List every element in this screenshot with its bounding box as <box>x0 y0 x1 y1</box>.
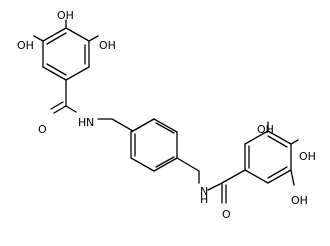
bond <box>88 35 99 42</box>
bond <box>155 122 175 134</box>
bond <box>267 130 292 145</box>
hydroxyl-label-bottom-right-ring: OH <box>257 123 274 136</box>
bond <box>65 105 77 113</box>
bond <box>46 32 67 45</box>
hydroxyl-label-bottom-right-ring: OH <box>291 194 308 207</box>
bond <box>176 157 200 172</box>
bonds <box>33 19 299 204</box>
bond <box>46 63 67 76</box>
bond <box>267 166 288 179</box>
bond <box>65 66 90 81</box>
atom-labels: OH OH OH O N H N H O OH OH OH <box>17 9 316 221</box>
bond <box>155 156 175 168</box>
amide-nitrogen-label: N <box>200 185 208 198</box>
bond <box>33 35 44 42</box>
bond <box>130 118 155 133</box>
hydroxyl-label-bottom-right-ring: OH <box>299 150 316 163</box>
amide-hydrogen-label: H <box>200 193 208 206</box>
amide-nitrogen-label: N <box>86 116 94 129</box>
carbonyl-oxygen-label: O <box>38 123 47 136</box>
bond <box>65 27 90 42</box>
bond <box>244 169 269 184</box>
bond <box>42 66 67 81</box>
bond <box>290 139 299 145</box>
bond <box>50 101 64 110</box>
bond <box>42 27 67 42</box>
bond <box>267 135 288 148</box>
carbonyl-oxygen-label: O <box>222 208 231 221</box>
bond <box>130 157 155 172</box>
bond <box>221 169 246 184</box>
bond <box>111 118 134 132</box>
bond <box>207 182 223 191</box>
bond <box>153 157 178 172</box>
hydroxyl-label-top-left-ring: OH <box>17 39 34 52</box>
hydroxyl-label-top-left-ring: OH <box>99 39 116 52</box>
hydroxyl-label-top-left-ring: OH <box>57 9 74 22</box>
bond <box>153 118 178 133</box>
bond <box>53 105 67 114</box>
bond <box>290 169 295 186</box>
bond <box>267 169 292 184</box>
bond <box>244 130 269 145</box>
amide-hydrogen-label: H <box>78 116 86 129</box>
